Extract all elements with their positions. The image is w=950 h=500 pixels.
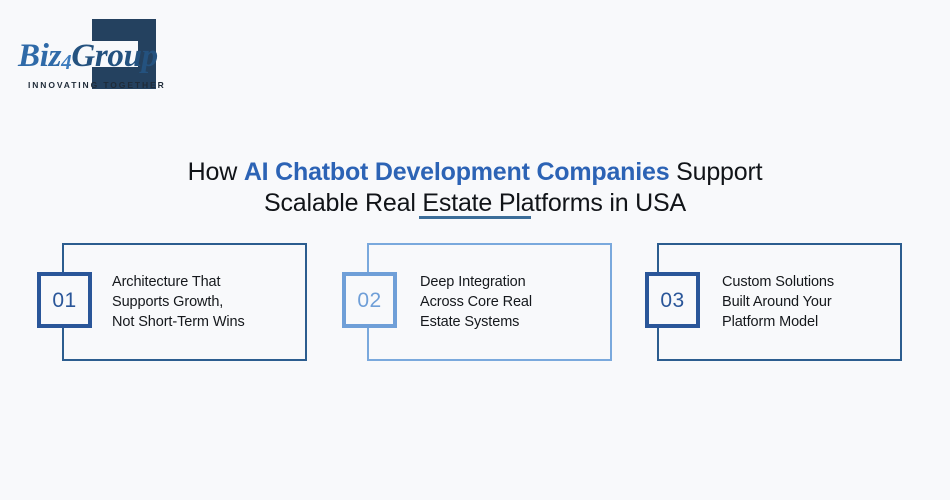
headline-pre: How bbox=[187, 157, 244, 186]
headline-line-2: Scalable Real Estate Platforms in USA bbox=[264, 188, 686, 217]
page-title: How AI Chatbot Development Companies Sup… bbox=[0, 157, 950, 219]
feature-card-text-2: Deep Integration Across Core Real Estate… bbox=[420, 272, 630, 332]
card-1-line-1: Architecture That bbox=[112, 274, 221, 290]
feature-cards: 01 02 03 Architecture That Supports Grow… bbox=[0, 243, 950, 368]
brand-name-four: 4 bbox=[61, 50, 72, 74]
card-2-line-3: Estate Systems bbox=[420, 314, 520, 330]
step-number-2: 02 bbox=[357, 288, 382, 312]
brand-tagline: INNOVATING TOGETHER bbox=[28, 80, 166, 90]
brand-name-prefix: Biz bbox=[18, 38, 62, 74]
headline-line-1: How AI Chatbot Development Companies Sup… bbox=[0, 157, 950, 188]
card-3-line-1: Custom Solutions bbox=[722, 274, 835, 290]
title-divider bbox=[419, 216, 531, 219]
step-number-3: 03 bbox=[660, 288, 685, 312]
brand-wordmark: Biz4Group bbox=[18, 38, 168, 74]
feature-card-text-3: Custom Solutions Built Around Your Platf… bbox=[722, 272, 932, 332]
card-3-line-2: Built Around Your bbox=[722, 294, 832, 310]
feature-card-text-1: Architecture That Supports Growth, Not S… bbox=[112, 272, 322, 332]
card-2-line-1: Deep Integration bbox=[420, 274, 526, 290]
card-1-line-3: Not Short-Term Wins bbox=[112, 314, 245, 330]
step-badge-3: 03 bbox=[645, 272, 700, 328]
step-number-1: 01 bbox=[52, 288, 77, 312]
card-2-line-2: Across Core Real bbox=[420, 294, 533, 310]
step-badge-2: 02 bbox=[342, 272, 397, 328]
headline-accent: AI Chatbot Development Companies bbox=[243, 157, 670, 186]
card-3-line-3: Platform Model bbox=[722, 314, 819, 330]
card-1-line-2: Supports Growth, bbox=[112, 294, 224, 310]
brand-logo[interactable]: Biz4Group INNOVATING TOGETHER bbox=[18, 16, 188, 96]
headline-post: Support bbox=[669, 157, 763, 186]
biz4group-logo-mark-icon bbox=[92, 19, 156, 89]
brand-name-suffix: Group bbox=[71, 38, 158, 74]
step-badge-1: 01 bbox=[37, 272, 92, 328]
